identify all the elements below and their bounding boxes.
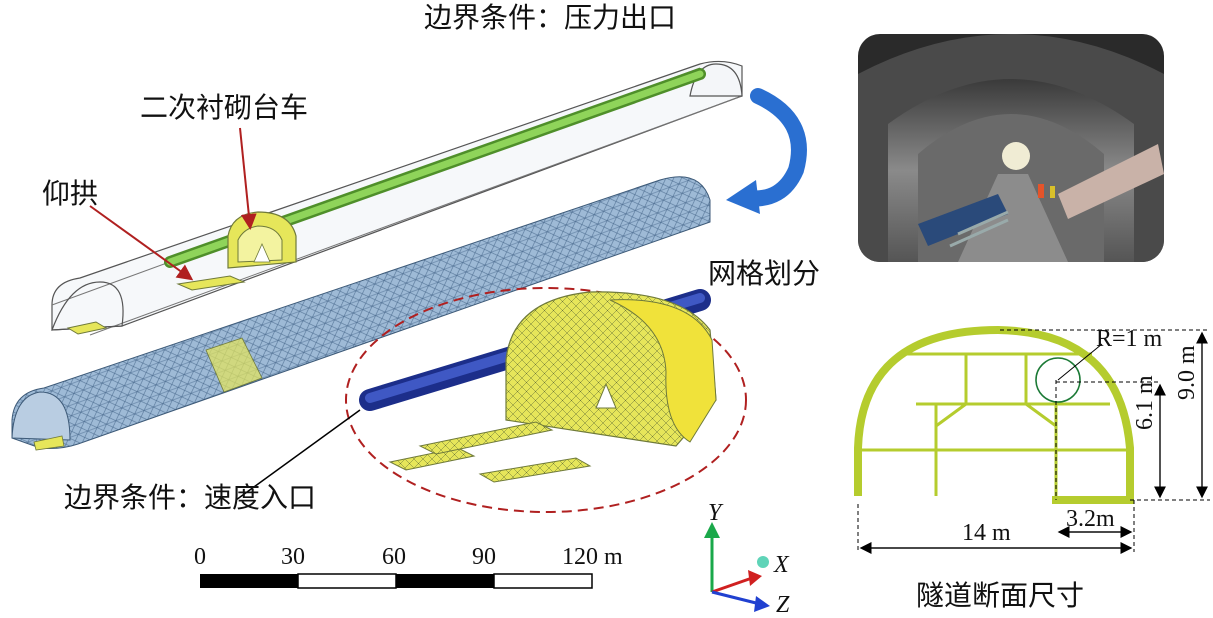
scale-bar [200,573,593,589]
meshed-tunnel-model [11,176,711,451]
scale-tick-90: 90 [472,544,496,570]
dim-radius: R=1 m [1096,326,1163,352]
scale-tick-120: 120 m [562,544,623,570]
zoom-ellipse [345,287,747,513]
scale-tick-30: 30 [281,544,305,570]
dim-offset: 3.2m [1066,506,1115,532]
invert-slabs-small [66,275,246,335]
dim-width: 14 m [962,520,1011,546]
label-velocity-inlet: 边界条件：速度入口 [64,481,317,514]
label-invert: 仰拱 [42,177,99,210]
tunnel-cross-section [854,325,1210,554]
scale-tick-0: 0 [194,544,206,570]
axis-label-y: Y [708,500,722,526]
label-pressure-outlet: 边界条件：压力出口 [424,1,677,34]
label-lining-trolley: 二次衬砌台车 [140,91,309,124]
scale-tick-60: 60 [382,544,406,570]
curved-arrow-icon [726,88,807,214]
lining-trolley-small [227,211,297,269]
tunnel-photo [858,34,1164,262]
axis-label-x: X [774,552,789,578]
dim-wall-height: 6.1 m [1132,375,1158,430]
zoomed-trolley-mesh [359,289,717,483]
axis-label-z: Z [776,592,790,618]
axis-triad-icon [704,522,770,612]
dim-total-height: 9.0 m [1174,345,1200,400]
label-section-dimensions: 隧道断面尺寸 [916,579,1085,612]
label-mesh-division: 网格划分 [708,257,821,290]
pointer-lines [89,127,361,501]
